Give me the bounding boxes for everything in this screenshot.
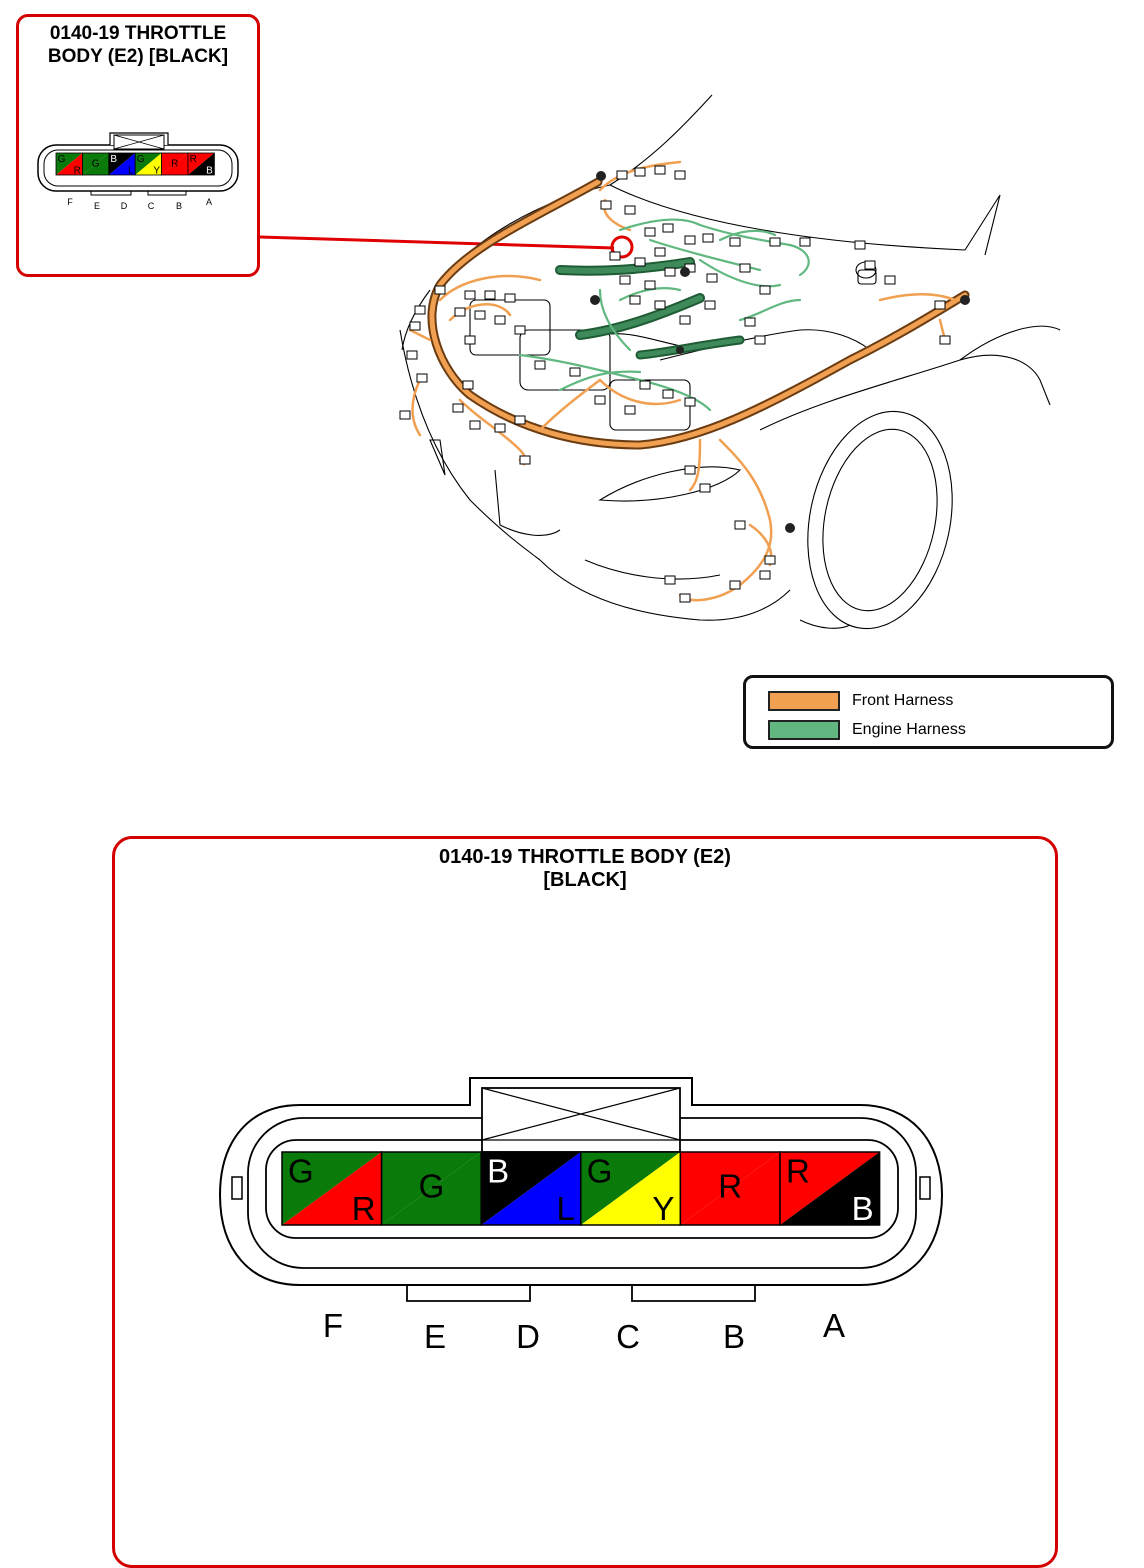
pin-e-color-label-top: G: [419, 1167, 445, 1204]
pin-f-color-label-top: G: [58, 154, 66, 165]
inset-title-line2: BODY (E2) [BLACK]: [47, 46, 229, 67]
pin-letter-b: B: [176, 201, 182, 211]
front-harness: [408, 160, 970, 602]
grommets: [590, 171, 970, 533]
pin-a-color-label-bottom: B: [206, 165, 213, 176]
pin-letter-b: B: [723, 1318, 745, 1355]
pin-c-color-label-top: G: [137, 154, 145, 165]
callout-layer: [259, 235, 634, 259]
pin-f-color-label-top: G: [288, 1153, 314, 1190]
engine-harness: [518, 218, 810, 412]
car-body-outline: [399, 94, 1061, 630]
pin-e-color-label-top: G: [92, 159, 100, 170]
pin-letter-e: E: [94, 201, 100, 211]
pin-letter-c: C: [616, 1318, 640, 1355]
inset-title-line1: 0140-19 THROTTLE: [49, 23, 227, 44]
pin-cavity-f: GR: [55, 152, 83, 176]
pin-cavity-a: RB: [779, 1151, 881, 1227]
pin-d-color-label-top: B: [110, 154, 117, 165]
pin-a-color-label-top: R: [190, 154, 197, 165]
pin-c-color-label-bottom: Y: [652, 1190, 674, 1227]
legend-label-engine-harness: Engine Harness: [852, 721, 966, 738]
pin-cavity-c: GY: [580, 1151, 682, 1227]
pin-letter-a: A: [206, 197, 212, 207]
legend-label-front-harness: Front Harness: [852, 692, 954, 709]
legend-item-front-harness: Front Harness: [768, 691, 953, 711]
pin-d-color-label-bottom: L: [556, 1190, 574, 1227]
pin-letter-d: D: [516, 1318, 540, 1355]
vehicle-illustration: [399, 94, 1061, 630]
callout-line: [259, 235, 615, 250]
pin-c-color-label-top: G: [587, 1153, 613, 1190]
inset-connector-box: [16, 14, 260, 277]
pin-cavity-d: BL: [480, 1151, 582, 1227]
callout-circle: [610, 235, 634, 259]
connector-latch: [481, 1087, 681, 1153]
inset-title: 0140-19 THROTTLE BODY (E2) [BLACK]: [16, 22, 260, 68]
pin-b-color-label-top: R: [718, 1167, 742, 1204]
pin-letter-a: A: [823, 1307, 845, 1344]
pin-a-color-label-bottom: B: [852, 1190, 874, 1227]
pin-c-color-label-bottom: Y: [153, 165, 160, 176]
pin-d-color-label-bottom: L: [128, 165, 134, 176]
pin-cavity-b: R: [679, 1151, 781, 1226]
pin-letter-f: F: [323, 1307, 343, 1344]
pin-cavity-d: BL: [108, 152, 136, 176]
pin-letter-c: C: [148, 201, 155, 211]
pin-d-color-label-top: B: [487, 1153, 509, 1190]
main-title: 0140-19 THROTTLE BODY (E2) [BLACK]: [112, 846, 1058, 892]
pin-cavity-b: R: [161, 152, 189, 176]
pin-f-color-label-bottom: R: [74, 165, 81, 176]
pin-cavity-a: RB: [187, 152, 215, 176]
engine-harness-swatch: [768, 720, 840, 740]
pin-b-color-label-top: R: [171, 159, 178, 170]
harness-connectors: [399, 165, 951, 603]
front-harness-swatch: [768, 691, 840, 711]
pin-letter-d: D: [121, 201, 128, 211]
pin-letter-e: E: [424, 1318, 446, 1355]
main-connector-box: [112, 836, 1058, 1568]
harness-legend: Front Harness Engine Harness: [743, 675, 1114, 749]
pin-cavity-e: G: [380, 1151, 482, 1226]
main-title-line2: [BLACK]: [543, 869, 627, 891]
pin-cavity-f: GR: [281, 1151, 383, 1227]
pin-f-color-label-bottom: R: [352, 1190, 376, 1227]
main-title-line1: 0140-19 THROTTLE BODY (E2): [439, 846, 731, 868]
legend-item-engine-harness: Engine Harness: [768, 720, 966, 740]
pin-letter-f: F: [67, 197, 73, 207]
pin-a-color-label-top: R: [786, 1153, 810, 1190]
